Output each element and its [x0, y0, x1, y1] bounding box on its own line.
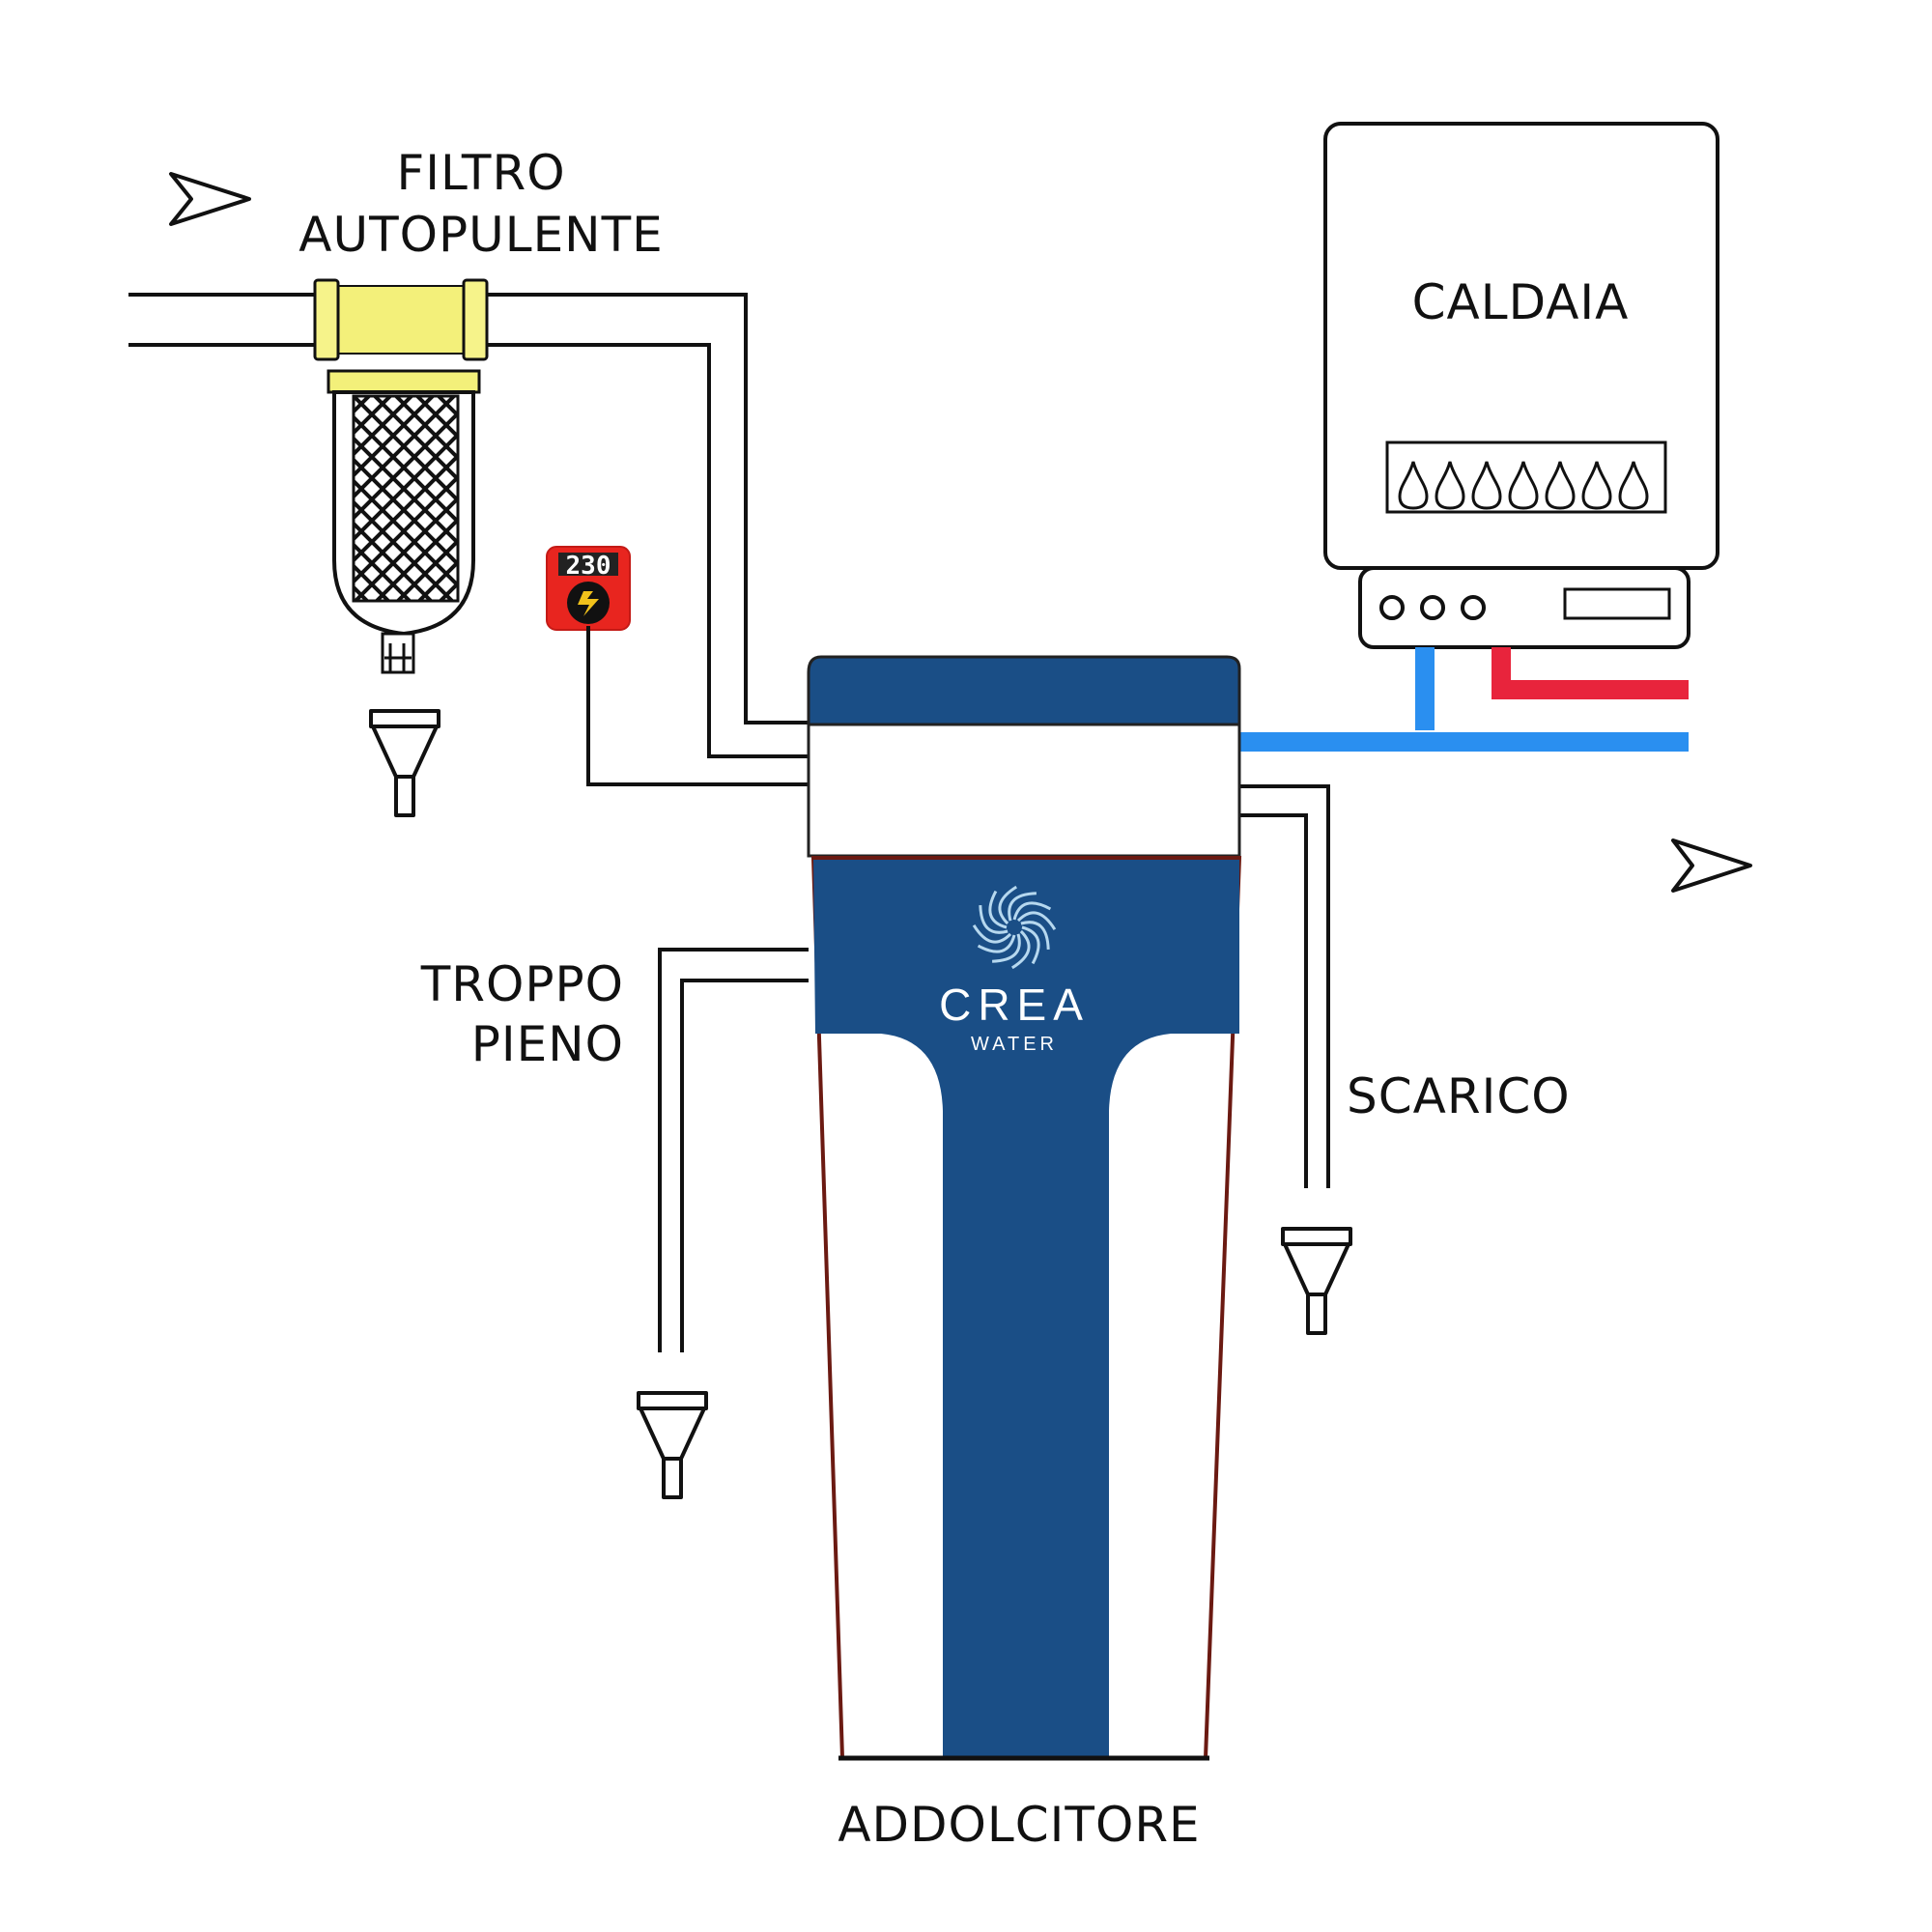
outlet-display: 230: [566, 552, 611, 581]
power-cable: [586, 626, 809, 786]
logo-brand: CREA: [939, 980, 1090, 1030]
power-outlet-icon: 230: [546, 546, 631, 631]
flame-icon: [1435, 461, 1465, 510]
logo-swirl-stroke: [979, 905, 1009, 934]
logo-swirl-stroke: [1012, 901, 1052, 921]
overflow-label-line2: PIENO: [471, 1016, 624, 1072]
flame-icon: [1618, 461, 1649, 510]
softener-label: ADDOLCITORE: [838, 1797, 1200, 1853]
logo-swirl-stroke: [1021, 925, 1040, 965]
overflow-label-line1: TROPPO: [420, 956, 624, 1012]
boiler: [1323, 122, 1719, 649]
logo-swirl-stroke: [977, 934, 1016, 953]
crea-water-logo-icon: [972, 885, 1057, 970]
logo-swirl-stroke: [1011, 929, 1031, 970]
drain-funnel-icon: [637, 1391, 708, 1499]
overflow-pipe: [658, 948, 809, 1352]
cold-water-pipe: [1239, 647, 1689, 752]
self-cleaning-filter: [313, 278, 489, 674]
flow-arrow-in-icon: [169, 172, 251, 226]
logo-sub: WATER: [971, 1034, 1058, 1055]
logo-swirl-stroke: [972, 924, 1012, 944]
flame-icon: [1581, 461, 1612, 510]
flame-icon: [1508, 461, 1539, 510]
filter-label-line2: AUTOPULENTE: [298, 207, 663, 263]
filter-label-line1: FILTRO: [396, 145, 565, 201]
hot-water-pipe: [1492, 647, 1689, 699]
logo-swirl-stroke: [988, 890, 1008, 929]
drain-pipe: [1239, 784, 1330, 1188]
logo-swirl-stroke: [1020, 921, 1050, 950]
boiler-label: CALDAIA: [1412, 274, 1630, 330]
flame-icon: [1398, 461, 1429, 510]
logo-swirl-stroke: [998, 885, 1017, 925]
flow-arrow-out-icon: [1671, 838, 1752, 893]
logo-swirl-stroke: [1016, 911, 1057, 930]
flame-icon: [1545, 461, 1576, 510]
drain-label: SCARICO: [1347, 1068, 1571, 1124]
water-softener: CREA WATER: [807, 655, 1242, 1761]
logo-swirl-stroke: [992, 933, 1021, 963]
drain-funnel-icon: [369, 709, 440, 817]
logo-swirl-stroke: [1008, 892, 1037, 922]
flame-icon: [1471, 461, 1502, 510]
drain-funnel-icon: [1281, 1227, 1352, 1335]
burner-flames: [1398, 461, 1649, 510]
